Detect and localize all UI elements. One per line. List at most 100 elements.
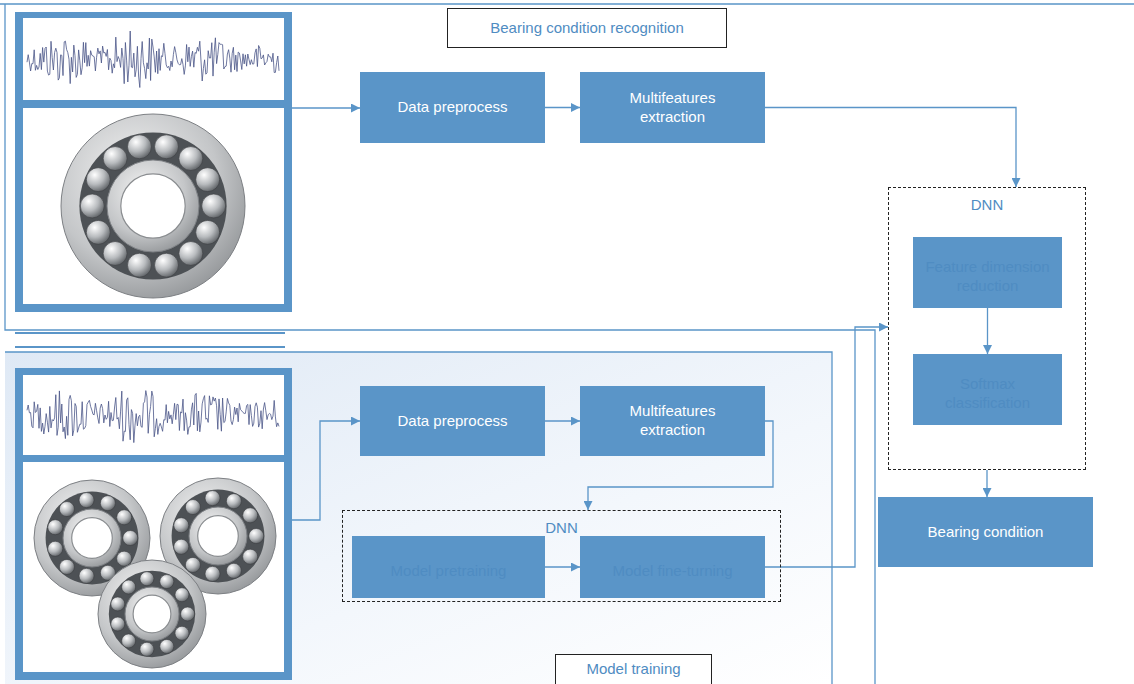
training-panel-ground <box>5 352 832 684</box>
ball <box>174 518 189 533</box>
node-label: Softmax classification <box>932 375 1044 413</box>
ball <box>196 220 220 244</box>
ball <box>100 496 115 511</box>
node-label: Model pretraining <box>391 562 507 581</box>
bore <box>198 516 239 557</box>
node-label: Multifeatures extraction <box>610 89 735 127</box>
ball <box>48 520 63 535</box>
ball <box>59 559 74 574</box>
inner-ring <box>107 160 199 252</box>
flow-arrow <box>545 107 580 108</box>
flow-arrow <box>765 108 1016 188</box>
signal-area <box>23 375 284 455</box>
ball <box>243 508 258 523</box>
ball <box>243 549 258 564</box>
process-box: Multifeatures extraction <box>580 72 765 143</box>
ball <box>86 220 110 244</box>
ball <box>79 568 94 583</box>
ball <box>196 168 220 192</box>
flow-arrow <box>987 308 988 354</box>
bore <box>72 518 113 559</box>
inner-ring <box>189 507 247 565</box>
node-label: Model fine-turning <box>612 562 732 581</box>
dnn-group: DNNFeature dimension reductionSoftmax cl… <box>888 187 1086 470</box>
ball <box>122 634 136 648</box>
ball <box>128 135 152 159</box>
node-label: Bearing condition <box>928 523 1044 542</box>
flow-arrow <box>986 470 987 497</box>
bearing-illustration <box>34 478 276 668</box>
process-box: Softmax classification <box>913 354 1062 425</box>
image-panel <box>15 368 292 680</box>
ball <box>175 626 189 640</box>
ball <box>117 551 132 566</box>
bore <box>133 595 171 633</box>
ball <box>111 597 125 611</box>
ball <box>140 572 154 586</box>
bore <box>121 174 185 238</box>
group-label: DNN <box>545 519 578 538</box>
ball <box>111 617 125 631</box>
ball <box>86 168 110 192</box>
process-box: Model pretraining <box>352 536 545 598</box>
flow-arrow <box>545 566 580 567</box>
ball <box>181 607 195 621</box>
node-label: Data preprocess <box>397 412 507 431</box>
ball <box>48 541 63 556</box>
section-label: Model training <box>555 654 712 684</box>
vibration-signal <box>27 391 279 443</box>
process-box: Model fine-turning <box>580 536 765 598</box>
ball <box>175 588 189 602</box>
ball <box>80 194 104 218</box>
ball <box>140 642 154 656</box>
recognition-region-outline <box>0 4 1134 684</box>
flow-arrow <box>765 327 888 567</box>
section-label: Bearing condition recognition <box>447 8 727 48</box>
vibration-signal <box>27 31 279 88</box>
ball <box>160 639 174 653</box>
input-arrow <box>292 107 360 108</box>
inner-ring <box>125 587 179 641</box>
ball <box>205 566 220 581</box>
output-box: Bearing condition <box>878 497 1093 567</box>
process-box: Feature dimension reduction <box>913 237 1062 308</box>
signal-area <box>23 18 284 100</box>
ball <box>59 502 74 517</box>
outer-ring <box>61 114 245 298</box>
ball <box>202 194 226 218</box>
ball <box>123 530 138 545</box>
process-box: Data preprocess <box>360 72 545 143</box>
ball <box>185 500 200 515</box>
training-region-outline <box>5 352 832 684</box>
process-box: Data preprocess <box>360 386 545 456</box>
ball <box>128 253 152 277</box>
ball-track <box>172 490 265 583</box>
input-arrow <box>292 421 360 520</box>
photo-area <box>23 462 284 672</box>
ball <box>103 147 127 171</box>
ball-track <box>109 571 195 657</box>
ball <box>179 147 203 171</box>
ball <box>205 491 220 506</box>
ball <box>155 135 179 159</box>
process-box: Multifeatures extraction <box>580 386 765 456</box>
ball <box>122 580 136 594</box>
ball <box>155 253 179 277</box>
ball <box>79 493 94 508</box>
ball-track <box>79 132 226 279</box>
inner-ring <box>63 509 121 567</box>
dnn-group: DNN Model pretraining Model fine-turning <box>342 510 781 602</box>
node-label: Multifeatures extraction <box>610 402 735 440</box>
ball <box>226 494 241 509</box>
separator-line <box>15 346 285 348</box>
node-label: Feature dimension reduction <box>920 258 1055 296</box>
ball <box>160 575 174 589</box>
flow-arrow <box>545 420 580 421</box>
outer-ring <box>98 560 206 668</box>
bearing-illustration <box>61 114 245 298</box>
ball <box>226 563 241 578</box>
ball <box>103 242 127 266</box>
